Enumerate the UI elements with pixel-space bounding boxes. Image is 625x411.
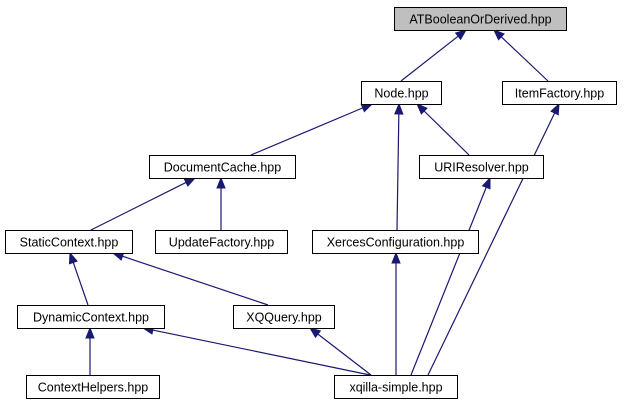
edge-line <box>90 181 187 231</box>
arrowhead-icon <box>416 103 428 115</box>
edges-layer <box>68 29 560 376</box>
edge-line <box>152 329 371 376</box>
node-node-hpp[interactable]: Node.hpp <box>361 81 442 105</box>
node-xercesconfiguration-hpp[interactable]: XercesConfiguration.hpp <box>312 230 479 254</box>
edge-xqilla-simple-hpp-to-xqquery-hpp <box>308 327 372 376</box>
node-label: DocumentCache.hpp <box>164 161 281 175</box>
edge-documentcache-hpp-to-node-hpp <box>250 103 374 156</box>
arrowhead-icon <box>85 326 95 339</box>
edge-line <box>72 262 89 306</box>
node-box[interactable] <box>334 375 458 399</box>
node-box[interactable] <box>17 305 165 329</box>
edge-line <box>423 110 470 156</box>
edge-itemfactory-hpp-to-atbooleanorderived-hpp <box>493 29 549 82</box>
node-label: Node.hpp <box>374 87 428 101</box>
node-label: ItemFactory.hpp <box>515 87 604 101</box>
node-atbooleanorderived-hpp[interactable]: ATBooleanOrDerived.hpp <box>394 7 567 31</box>
edge-dynamiccontext-hpp-to-staticcontext-hpp <box>68 251 89 306</box>
arrowhead-icon <box>493 29 505 41</box>
edge-xqquery-hpp-to-staticcontext-hpp <box>111 251 269 306</box>
node-updatefactory-hpp[interactable]: UpdateFactory.hpp <box>155 230 288 254</box>
edge-line <box>122 255 269 306</box>
node-uriresolver-hpp[interactable]: URIResolver.hpp <box>419 155 544 179</box>
node-label: XercesConfiguration.hpp <box>327 236 465 250</box>
edge-updatefactory-hpp-to-documentcache-hpp <box>216 176 226 230</box>
edge-xqilla-simple-hpp-to-xercesconfiguration-hpp <box>391 251 401 375</box>
arrowhead-icon <box>454 29 468 41</box>
node-label: DynamicContext.hpp <box>33 311 149 325</box>
edge-line <box>410 187 487 376</box>
node-box[interactable] <box>149 155 296 179</box>
edge-xercesconfiguration-hpp-to-node-hpp <box>394 102 404 231</box>
node-itemfactory-hpp[interactable]: ItemFactory.hpp <box>502 81 617 105</box>
node-contexthelpers-hpp[interactable]: ContextHelpers.hpp <box>26 375 160 399</box>
arrowhead-icon <box>308 327 322 339</box>
arrowhead-icon <box>394 102 404 115</box>
arrowhead-icon <box>481 176 491 190</box>
node-label: URIResolver.hpp <box>434 161 529 175</box>
node-dynamiccontext-hpp[interactable]: DynamicContext.hpp <box>17 305 165 329</box>
node-staticcontext-hpp[interactable]: StaticContext.hpp <box>5 230 133 254</box>
edge-xqilla-simple-hpp-to-uriresolver-hpp <box>410 176 491 376</box>
arrowhead-icon <box>183 177 197 187</box>
arrowhead-icon <box>68 251 78 265</box>
node-xqilla-simple-hpp[interactable]: xqilla-simple.hpp <box>334 375 458 399</box>
edge-line <box>500 36 549 82</box>
node-box[interactable] <box>233 305 335 329</box>
edge-staticcontext-hpp-to-documentcache-hpp <box>90 177 197 231</box>
node-label: ContextHelpers.hpp <box>38 381 149 395</box>
edge-line <box>396 113 400 231</box>
arrowhead-icon <box>360 103 374 113</box>
arrowhead-icon <box>216 176 226 189</box>
node-label: ATBooleanOrDerived.hpp <box>409 13 551 27</box>
node-box[interactable] <box>312 230 479 254</box>
node-documentcache-hpp[interactable]: DocumentCache.hpp <box>149 155 296 179</box>
edge-contexthelpers-hpp-to-dynamiccontext-hpp <box>85 326 95 375</box>
node-box[interactable] <box>5 230 133 254</box>
arrowhead-icon <box>391 251 401 264</box>
node-label: StaticContext.hpp <box>20 236 119 250</box>
node-box[interactable] <box>419 155 544 179</box>
node-label: XQQuery.hpp <box>246 311 322 325</box>
edge-xqilla-simple-hpp-to-dynamiccontext-hpp <box>141 325 371 376</box>
node-box[interactable] <box>26 375 160 399</box>
node-xqquery-hpp[interactable]: XQQuery.hpp <box>233 305 335 329</box>
node-box[interactable] <box>155 230 288 254</box>
edge-line <box>400 35 459 82</box>
edge-line <box>317 333 372 376</box>
node-label: xqilla-simple.hpp <box>349 381 442 395</box>
node-box[interactable] <box>502 81 617 105</box>
edge-line <box>250 107 364 156</box>
node-box[interactable] <box>394 7 567 31</box>
arrowhead-icon <box>550 102 560 116</box>
node-box[interactable] <box>361 81 442 105</box>
edge-uriresolver-hpp-to-node-hpp <box>416 103 470 156</box>
node-label: UpdateFactory.hpp <box>169 236 274 250</box>
edge-node-hpp-to-atbooleanorderived-hpp <box>400 29 468 82</box>
